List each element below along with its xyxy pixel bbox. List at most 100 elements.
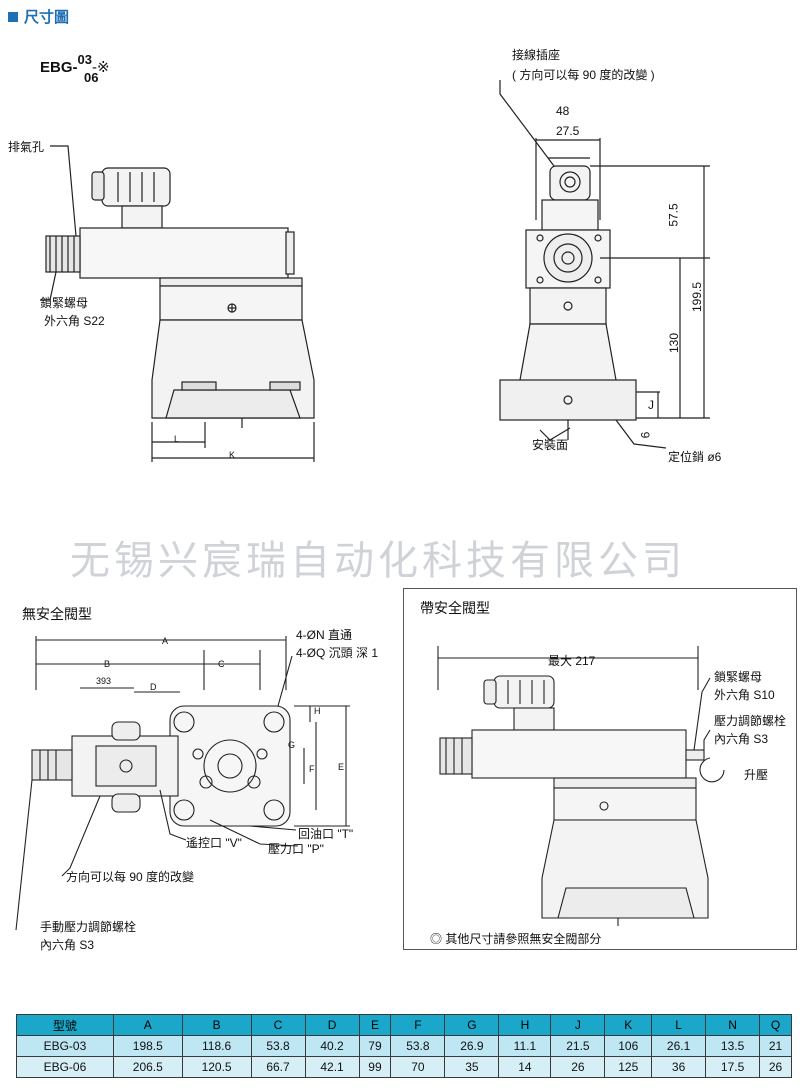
table-cell: EBG-06 (16, 1056, 114, 1078)
hole-label-1: 4-ØN 直通 (296, 628, 353, 642)
spec-table: 型號 A B C D E F G H J K L N Q EBG-03 198.… (16, 1014, 792, 1078)
dim-H: H (314, 706, 321, 716)
table-cell: 106 (604, 1035, 653, 1057)
table-header-cell: J (550, 1014, 606, 1036)
table-header-row: 型號 A B C D E F G H J K L N Q (16, 1014, 792, 1036)
table-cell: 26 (759, 1056, 792, 1078)
table-cell: 198.5 (112, 1035, 183, 1057)
model-prefix: EBG- (40, 59, 78, 76)
vent-label: 排氣孔 (8, 140, 45, 154)
dim-199-5: 199.5 (690, 281, 705, 313)
table-cell: 26.9 (444, 1035, 500, 1057)
dim-57-5: 57.5 (666, 203, 681, 227)
top-view-drawing (15, 636, 350, 931)
hole-label-2: 4-ØQ 沉頭 深 1 (296, 646, 379, 660)
table-cell: 70 (390, 1056, 446, 1078)
top-body (169, 705, 291, 827)
table-header-cell: C (250, 1014, 306, 1036)
dim-A: A (162, 636, 169, 646)
raise-label: 升壓 (744, 768, 769, 782)
cover-plate (159, 285, 303, 321)
dim-L: L (174, 434, 180, 444)
table-cell: 21 (759, 1035, 792, 1057)
table-header-cell: 型號 (16, 1014, 114, 1036)
section-title: 尺寸圖 (8, 6, 69, 27)
manual-label-2: 內六角 S3 (40, 938, 95, 952)
dim-G: G (288, 740, 296, 750)
dim-F: F (309, 764, 315, 774)
solenoid-body (79, 227, 289, 279)
table-cell: 120.5 (181, 1056, 252, 1078)
square-bullet-icon (8, 11, 18, 22)
model-suffix: -※ (91, 59, 110, 76)
table-row: EBG-06 206.5 120.5 66.7 42.1 99 70 35 14… (16, 1056, 792, 1078)
table-header-cell: B (181, 1014, 252, 1036)
table-cell: EBG-03 (16, 1035, 114, 1057)
side-base (499, 379, 637, 421)
connector-label-2: ( 方向可以每 90 度的改變 ) (512, 68, 655, 82)
table-cell: 35 (444, 1056, 500, 1078)
model-code-top: 03 (77, 52, 92, 67)
dim-27-5: 27.5 (556, 124, 580, 138)
table-header-cell: F (390, 1014, 446, 1036)
manual-label-1: 手動壓力調節螺栓 (40, 920, 137, 934)
watermark: 无锡兴宸瑞自动化科技有限公司 (70, 538, 686, 584)
dim-C: C (218, 659, 225, 669)
table-cell: 40.2 (304, 1035, 360, 1057)
table-header-cell: N (705, 1014, 761, 1036)
relief-locknut-label-2: 外六角 S10 (714, 688, 775, 702)
side-view-drawing (499, 80, 710, 449)
table-cell: 42.1 (304, 1056, 360, 1078)
dim-393: 393 (96, 676, 112, 686)
dim-48: 48 (556, 104, 570, 118)
mount-face-label: 安裝面 (532, 438, 569, 452)
locating-pin-label: 定位銷 ø6 (668, 450, 722, 464)
table-header-cell: L (651, 1014, 707, 1036)
connector-label-1: 接線插座 (512, 48, 561, 62)
relief-locknut-label-1: 鎖緊螺母 (714, 670, 763, 684)
table-header-cell: K (604, 1014, 653, 1036)
table-cell: 53.8 (250, 1035, 306, 1057)
table-cell: 13.5 (705, 1035, 761, 1057)
table-cell: 21.5 (550, 1035, 606, 1057)
port-P-label: 壓力口 "P" (268, 842, 324, 856)
side-connector (549, 165, 591, 201)
table-cell: 66.7 (250, 1056, 306, 1078)
table-header-cell: E (358, 1014, 392, 1036)
table-cell: 125 (604, 1056, 653, 1078)
table-header-cell: A (112, 1014, 183, 1036)
table-header-cell: Q (759, 1014, 792, 1036)
dim-130: 130 (667, 332, 682, 354)
locknut (45, 235, 81, 273)
port-V-label: 遙控口 "V" (186, 836, 242, 850)
table-cell: 11.1 (498, 1035, 552, 1057)
relief-note: ◎ 其他尺寸請參照無安全閥部分 (430, 932, 602, 946)
relief-valve-box (403, 588, 797, 950)
dim-E: E (338, 762, 345, 772)
dim-6: 6 (638, 431, 653, 439)
dim-K: K (229, 450, 236, 460)
adjust-label-1: 壓力調節螺栓 (714, 714, 787, 728)
model-code: EBG-03-※ (40, 52, 110, 76)
table-cell: 36 (651, 1056, 707, 1078)
table-cell: 14 (498, 1056, 552, 1078)
table-cell: 17.5 (705, 1056, 761, 1078)
table-row: EBG-03 198.5 118.6 53.8 40.2 79 53.8 26.… (16, 1035, 792, 1057)
front-view-drawing (40, 145, 315, 462)
relief-title: 帶安全閥型 (420, 600, 490, 616)
model-code-bottom: 06 (84, 70, 99, 85)
dim-max: 最大 217 (548, 654, 596, 668)
table-header-cell: H (498, 1014, 552, 1036)
connector-body (101, 167, 171, 207)
table-header-cell: G (444, 1014, 500, 1036)
dim-D: D (150, 682, 157, 692)
rotate-label: 方向可以每 90 度的改變 (66, 870, 195, 884)
table-cell: 118.6 (181, 1035, 252, 1057)
table-cell: 99 (358, 1056, 392, 1078)
table-cell: 206.5 (112, 1056, 183, 1078)
table-cell: 26 (550, 1056, 606, 1078)
dim-B: B (104, 659, 111, 669)
table-cell: 26.1 (651, 1035, 707, 1057)
relief-view-drawing (437, 646, 725, 926)
dim-J: J (648, 398, 654, 412)
